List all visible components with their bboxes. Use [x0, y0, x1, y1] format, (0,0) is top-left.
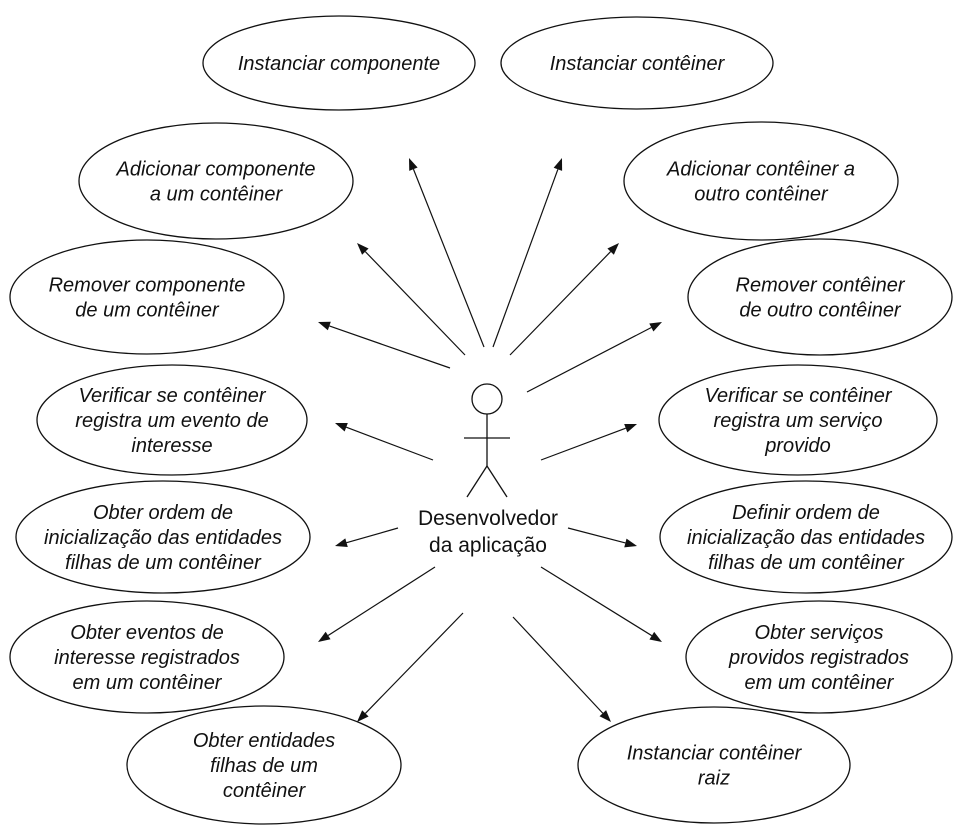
arrowhead	[649, 631, 662, 642]
use-case-label: inicialização das entidades	[687, 527, 925, 549]
use-case-label: providos registrados	[728, 647, 909, 669]
use-case-ellipse	[78, 122, 354, 240]
use-case-ellipse	[623, 121, 899, 241]
association-line	[567, 527, 626, 544]
use-case-ellipse	[577, 706, 851, 824]
actor-right-leg	[486, 465, 508, 498]
use-case-ellipse	[202, 15, 476, 111]
use-case-label: Instanciar contêiner	[627, 743, 803, 765]
use-case-label: Verificar se contêiner	[78, 385, 266, 407]
use-case-obter-ordem: Obter ordem de inicialização das entidade…	[15, 480, 311, 594]
use-case-label: Obter entidades	[193, 730, 335, 752]
use-case-ellipse	[658, 364, 938, 476]
association-line	[327, 566, 436, 637]
arrowhead	[335, 423, 348, 432]
use-case-label: Remover contêiner	[736, 275, 906, 297]
use-case-obter-servicos: Obter serviços providos registrados em um …	[685, 600, 953, 714]
use-case-label: em um contêiner	[73, 672, 223, 694]
use-case-label: outro contêiner	[694, 184, 829, 206]
use-case-instanciar-componente: Instanciar componente	[202, 15, 476, 111]
use-case-label: contêiner	[223, 780, 307, 802]
arrowhead	[624, 424, 637, 433]
actor-label-line-1: Desenvolvedor	[418, 507, 558, 530]
use-case-remover-conteiner: Remover contêiner de outro contêiner	[687, 238, 953, 356]
use-case-obter-eventos: Obter eventos de interesse registrados em …	[9, 600, 285, 714]
use-case-adicionar-componente: Adicionar componente a um contêiner	[78, 122, 354, 240]
actor-head	[471, 383, 503, 415]
use-case-label: filhas de um	[210, 755, 318, 777]
association-line	[492, 169, 559, 348]
use-case-label: de um contêiner	[75, 300, 220, 322]
use-case-remover-componente: Remover componente de um contêiner	[9, 239, 285, 355]
use-case-label: raiz	[698, 768, 730, 790]
association-arrows	[318, 158, 662, 722]
use-case-label: Obter ordem de	[93, 502, 233, 524]
association-line	[512, 616, 604, 714]
arrowhead	[553, 158, 563, 171]
use-case-verificar-evento: Verificar se contêiner registra um evento…	[36, 364, 308, 476]
use-case-label: Obter serviços	[755, 622, 884, 644]
use-case-label: Instanciar contêiner	[550, 53, 726, 75]
use-case-ellipse	[500, 16, 774, 110]
association-line	[540, 427, 626, 461]
arrowhead	[357, 710, 369, 722]
use-case-ellipse	[15, 480, 311, 594]
arrowhead	[335, 538, 348, 548]
use-case-label: registra um serviço	[714, 410, 883, 432]
use-case-label: registra um evento de	[75, 410, 268, 432]
use-case-label: filhas de um contêiner	[65, 552, 262, 574]
use-case-label: Obter eventos de	[70, 622, 223, 644]
use-case-ellipse	[126, 705, 402, 825]
actor-left-leg	[466, 465, 488, 498]
use-case-instanciar-raiz: Instanciar contêiner raiz	[577, 706, 851, 824]
association-line	[509, 251, 612, 356]
use-case-ellipse	[687, 238, 953, 356]
use-case-obter-entidades: Obter entidades filhas de um contêiner	[126, 705, 402, 825]
use-case-ellipse	[659, 480, 953, 594]
association-line	[412, 168, 485, 348]
use-case-label: em um contêiner	[745, 672, 895, 694]
arrowhead	[409, 158, 418, 171]
use-case-definir-ordem: Definir ordem de inicialização das entida…	[659, 480, 953, 594]
arrowhead	[357, 243, 369, 255]
use-case-label: provido	[764, 435, 831, 457]
use-case-label: Adicionar componente	[115, 159, 315, 181]
association-line	[364, 251, 466, 356]
use-case-label: a um contêiner	[150, 184, 284, 206]
arrowhead	[624, 538, 637, 548]
use-case-ellipse	[9, 239, 285, 355]
arrowhead	[318, 321, 331, 331]
association-line	[540, 566, 653, 637]
use-case-label: Instanciar componente	[238, 53, 440, 75]
use-case-label: Verificar se contêiner	[704, 385, 892, 407]
use-case-label: inicialização das entidades	[44, 527, 282, 549]
association-line	[329, 325, 451, 369]
arrowhead	[318, 631, 331, 642]
arrowhead	[649, 322, 662, 332]
use-case-label: Adicionar contêiner a	[666, 159, 855, 181]
use-case-adicionar-conteiner: Adicionar contêiner a outro contêiner	[623, 121, 899, 241]
association-line	[364, 612, 464, 714]
use-case-ellipse	[36, 364, 308, 476]
arrowhead	[599, 710, 611, 722]
actor-label-line-2: da aplicação	[429, 534, 547, 557]
use-case-label: de outro contêiner	[739, 300, 902, 322]
association-line	[346, 527, 399, 544]
use-case-ellipse	[9, 600, 285, 714]
use-case-label: interesse registrados	[54, 647, 240, 669]
association-line	[346, 426, 434, 461]
use-case-label: Definir ordem de	[732, 502, 880, 524]
use-case-label: interesse	[131, 435, 212, 457]
use-case-verificar-servico: Verificar se contêiner registra um serviç…	[658, 364, 938, 476]
arrowhead	[607, 243, 619, 255]
use-case-label: filhas de um contêiner	[708, 552, 905, 574]
association-line	[526, 326, 652, 393]
use-case-instanciar-conteiner: Instanciar contêiner	[500, 16, 774, 110]
use-case-ellipse	[685, 600, 953, 714]
actor-developer: Desenvolvedor da aplicação	[418, 383, 558, 557]
use-case-label: Remover componente	[49, 275, 246, 297]
